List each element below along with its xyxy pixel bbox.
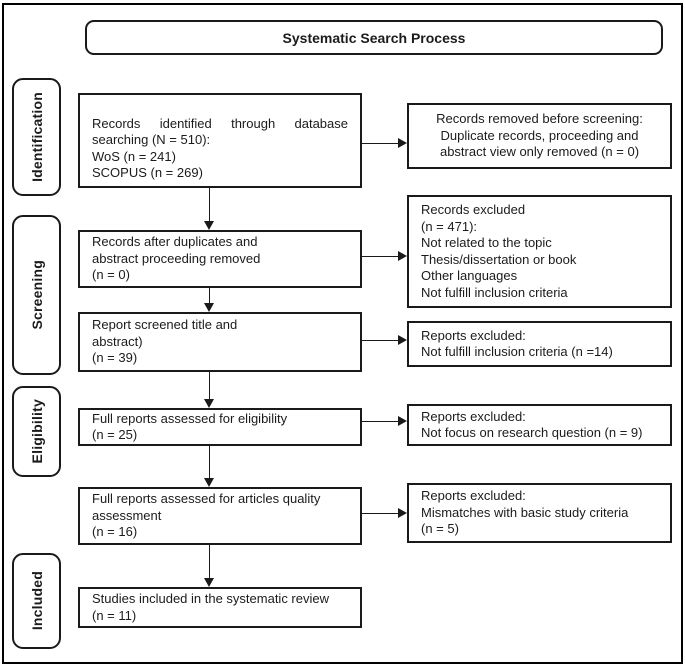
flow-box-records-identified: Records identified through database sear… xyxy=(78,93,362,188)
stage-screening: Screening xyxy=(12,215,61,375)
exclusion-box-mismatch: Reports excluded: Mismatches with basic … xyxy=(407,483,672,543)
exclusion-box-not-fulfill: Reports excluded: Not fulfill inclusion … xyxy=(407,321,672,367)
records-excluded-text: Records excluded (n = 471): Not related … xyxy=(421,202,577,300)
arrow-down-2-icon xyxy=(203,303,214,312)
records-identified-text: Records identified through database sear… xyxy=(92,115,348,148)
arrow-right-4-line xyxy=(362,420,398,422)
diagram-title-box: Systematic Search Process xyxy=(85,20,663,55)
arrow-right-5-line xyxy=(362,512,398,514)
arrow-right-4-icon xyxy=(398,416,407,426)
after-duplicates-text: Records after duplicates and abstract pr… xyxy=(92,234,261,283)
records-identified-sources: WoS (n = 241) SCOPUS (n = 269) xyxy=(92,148,203,181)
stage-screening-label: Screening xyxy=(28,260,45,330)
quality-text: Full reports assessed for articles quali… xyxy=(92,491,321,540)
arrow-right-3-icon xyxy=(398,335,407,345)
arrow-down-1-icon xyxy=(203,221,214,230)
arrow-down-1-line xyxy=(208,188,210,221)
arrow-down-3-icon xyxy=(203,399,214,408)
screened-text: Report screened title and abstract) (n =… xyxy=(92,317,238,366)
stage-identification: Identification xyxy=(12,78,61,196)
exclusion-box-records-excluded: Records excluded (n = 471): Not related … xyxy=(407,195,672,308)
arrow-down-5-line xyxy=(208,545,210,578)
stage-included: Included xyxy=(12,553,61,649)
flow-box-eligibility: Full reports assessed for eligibility (n… xyxy=(78,408,362,446)
stage-included-label: Included xyxy=(28,571,45,631)
arrow-down-2-line xyxy=(208,288,210,303)
exclusion-box-not-focus: Reports excluded: Not focus on research … xyxy=(407,404,672,446)
flow-box-after-duplicates: Records after duplicates and abstract pr… xyxy=(78,230,362,288)
exclusion-box-before-screening: Records removed before screening: Duplic… xyxy=(407,103,672,169)
arrow-right-3-line xyxy=(362,339,398,341)
flow-box-screened: Report screened title and abstract) (n =… xyxy=(78,312,362,372)
flow-box-included: Studies included in the systematic revie… xyxy=(78,587,362,628)
stage-eligibility: Eligibility xyxy=(12,386,61,477)
arrow-right-1-line xyxy=(362,142,398,144)
stage-identification-label: Identification xyxy=(28,92,45,182)
arrow-down-4-icon xyxy=(203,478,214,487)
arrow-down-4-line xyxy=(208,446,210,478)
arrow-down-5-icon xyxy=(203,578,214,587)
flow-box-quality: Full reports assessed for articles quali… xyxy=(78,487,362,545)
mismatch-text: Reports excluded: Mismatches with basic … xyxy=(421,488,629,537)
arrow-right-2-line xyxy=(362,255,398,257)
stage-eligibility-label: Eligibility xyxy=(28,399,45,464)
arrow-right-5-icon xyxy=(398,508,407,518)
diagram-title: Systematic Search Process xyxy=(282,29,466,46)
arrow-right-1-icon xyxy=(398,138,407,148)
arrow-right-2-icon xyxy=(398,251,407,261)
included-text: Studies included in the systematic revie… xyxy=(92,591,330,623)
eligibility-text: Full reports assessed for eligibility (n… xyxy=(92,410,288,443)
arrow-down-3-line xyxy=(208,372,210,399)
not-focus-text: Reports excluded: Not focus on research … xyxy=(421,408,643,441)
before-screening-text: Records removed before screening: Duplic… xyxy=(436,111,643,160)
not-fulfill-text: Reports excluded: Not fulfill inclusion … xyxy=(421,327,613,360)
